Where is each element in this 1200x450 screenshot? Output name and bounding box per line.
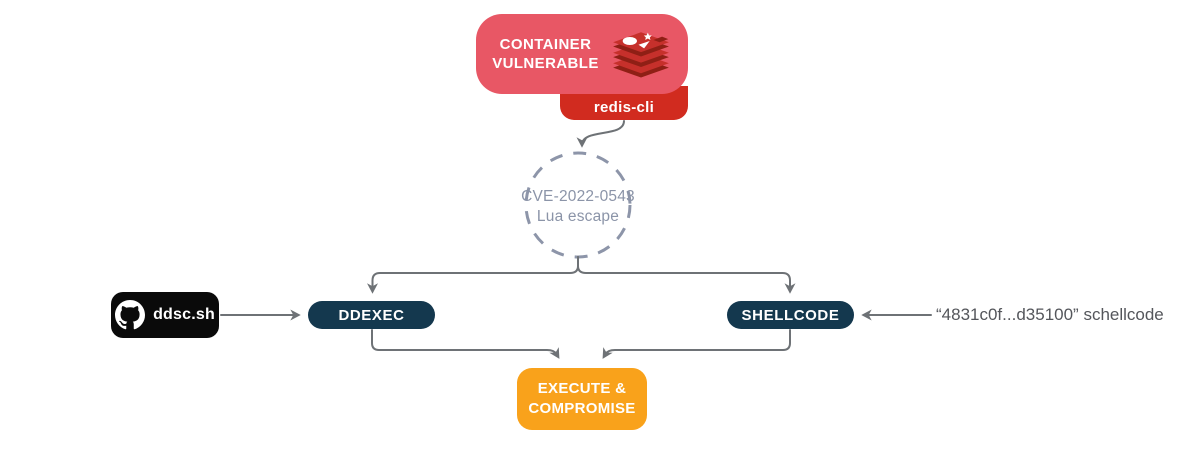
execute-compromise-label: EXECUTE & COMPROMISE — [528, 380, 636, 417]
github-octocat-icon — [115, 300, 146, 330]
arrow-shellcode-to-execute — [602, 329, 791, 359]
ddexec-label: DDEXEC — [338, 306, 405, 324]
cve-circle-label: CVE-2022-0543 Lua escape — [521, 188, 635, 225]
execute-compromise-box: EXECUTE & COMPROMISE — [517, 368, 647, 430]
github-box: ddsc.sh — [111, 292, 219, 338]
redis-cli-label: redis-cli — [593, 99, 655, 116]
shellcode-note: “4831c0f...d35100” schellcode — [936, 305, 1164, 324]
redis-stack-icon — [612, 32, 669, 78]
container-vulnerable-label: CONTAINER VULNERABLE — [492, 36, 599, 72]
ddexec-pill: DDEXEC — [308, 301, 435, 329]
arrow-redis-to-cve — [576, 120, 625, 148]
github-box-label: ddsc.sh — [153, 306, 215, 323]
container-vulnerable-box: CONTAINER VULNERABLE — [476, 14, 688, 94]
shellcode-label: SHELLCODE — [741, 306, 840, 324]
shellcode-pill: SHELLCODE — [727, 301, 854, 329]
arrow-cve-to-ddexec — [367, 256, 579, 294]
arrow-cve-to-shellcode — [577, 256, 796, 294]
arrow-ddexec-to-execute — [371, 329, 560, 359]
